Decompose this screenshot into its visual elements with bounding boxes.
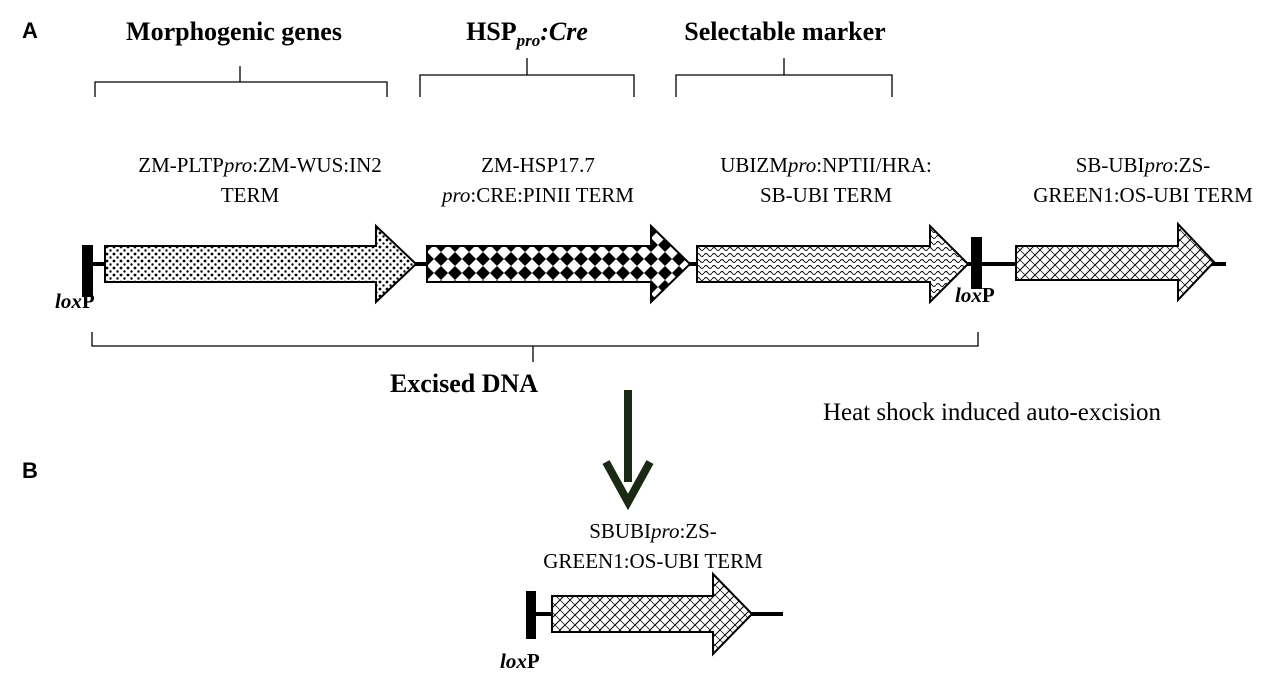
- cassette-2-label-line1: ZM-HSP17.7: [481, 153, 595, 177]
- gene-arrow-hsp-cre: [426, 223, 692, 305]
- cassette-3-label-line1: UBIZMpro:NPTII/HRA:: [720, 153, 932, 177]
- cassette-1-label-line1: ZM-PLTPpro:ZM-WUS:IN2: [138, 153, 382, 177]
- header-hsp-cre: HSPpro:Cre: [466, 17, 588, 50]
- header-selectable-marker: Selectable marker: [684, 17, 885, 46]
- cassette-3-label-line2: SB-UBI TERM: [760, 183, 892, 207]
- cassette-4-label-line2: GREEN1:OS-UBI TERM: [1033, 183, 1253, 207]
- loxp-label-2: loxP: [955, 283, 995, 307]
- cassette-4-label-line1: SB-UBIpro:ZS-: [1076, 153, 1211, 177]
- result-gene-arrow: [551, 571, 754, 657]
- cassette-1-label-line2: TERM: [221, 183, 280, 207]
- loxp-label-1: loxP: [55, 289, 95, 313]
- brace-hsp-cre: [419, 58, 635, 97]
- result-loxp-site: [526, 591, 536, 639]
- down-arrow-head: [602, 460, 654, 511]
- panel-a-label: A: [22, 18, 38, 43]
- header-morphogenic-genes: Morphogenic genes: [126, 17, 342, 46]
- loxp-site-1: [82, 245, 93, 297]
- gene-arrow-morphogenic: [104, 223, 418, 305]
- gene-arrow-zs-green: [1015, 221, 1216, 303]
- brace-excised-dna: [91, 332, 979, 362]
- result-loxp-label: loxP: [500, 649, 540, 673]
- brace-selectable: [675, 58, 893, 97]
- result-label-line1: SBUBIpro:ZS-: [589, 519, 717, 543]
- excised-dna-label: Excised DNA: [390, 369, 538, 398]
- loxp-site-2: [971, 237, 982, 289]
- panel-b-label: B: [22, 458, 38, 483]
- gene-arrow-selectable-marker: [696, 223, 970, 305]
- brace-morphogenic: [94, 66, 388, 97]
- heat-shock-label: Heat shock induced auto-excision: [823, 399, 1162, 426]
- cassette-2-label-line2: pro:CRE:PINII TERM: [440, 183, 634, 207]
- result-label-line2: GREEN1:OS-UBI TERM: [543, 549, 763, 573]
